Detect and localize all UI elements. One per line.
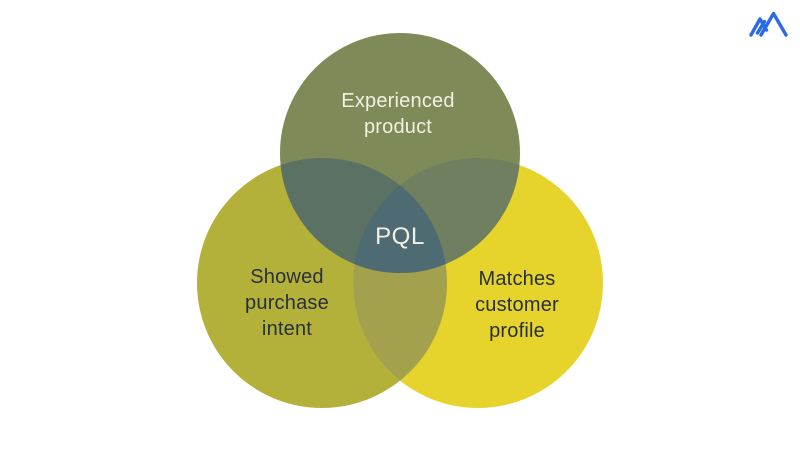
overlap-experienced-matches <box>353 158 520 273</box>
mountain-logo-icon <box>749 11 788 37</box>
overlap-experienced-showed <box>280 158 447 273</box>
